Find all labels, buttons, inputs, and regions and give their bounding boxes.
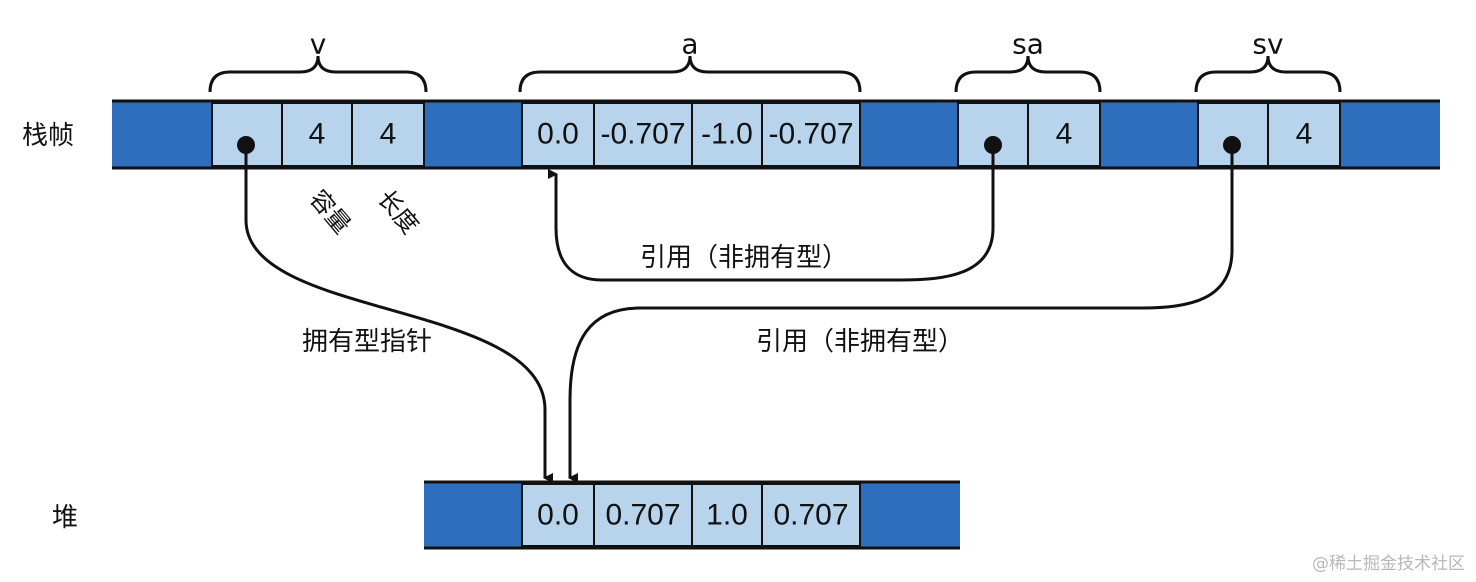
v-brace <box>208 55 428 93</box>
variable-braces <box>208 55 1342 93</box>
a-value-2: -1.0 <box>701 118 753 151</box>
heap-value-1: 0.707 <box>605 499 680 532</box>
v-variable-label: v <box>310 28 327 61</box>
stack-frame: 4 4 0.0 -0.707 -1.0 -0.707 4 4 <box>112 99 1440 170</box>
pointer-arrows <box>244 146 1234 483</box>
sv-reference-label: 引用（非拥有型） <box>756 327 964 357</box>
a-cell-3 <box>761 102 861 167</box>
sv-brace <box>1194 55 1342 93</box>
heap-value-2: 1.0 <box>706 499 748 532</box>
sv-length-value: 4 <box>1296 118 1313 151</box>
a-value-1: -0.707 <box>600 118 685 151</box>
heap: 0.0 0.707 1.0 0.707 <box>424 480 960 550</box>
a-value-3: -0.707 <box>768 118 853 151</box>
owning-pointer-label: 拥有型指针 <box>302 327 432 357</box>
a-brace <box>518 55 862 93</box>
watermark-text: @稀土掘金技术社区 <box>1312 554 1465 574</box>
sv-pointer-dot <box>1223 136 1241 154</box>
sv-variable-label: sv <box>1252 28 1283 61</box>
heap-cell-3 <box>761 483 861 547</box>
v-capacity-value: 4 <box>309 118 326 151</box>
heap-value-0: 0.0 <box>537 499 579 532</box>
owning-pointer-arrow <box>244 146 553 483</box>
sv-reference-arrow <box>568 146 1234 483</box>
a-cell-1 <box>593 102 693 167</box>
v-length-value: 4 <box>380 118 397 151</box>
heap-cell-2 <box>691 483 763 547</box>
sa-variable-label: sa <box>1012 28 1044 61</box>
capacity-label: 容量 <box>304 185 356 240</box>
stack-frame-label: 栈帧 <box>22 121 74 151</box>
length-label: 长度 <box>372 185 424 240</box>
heap-cell-1 <box>593 483 693 547</box>
heap-value-3: 0.707 <box>773 499 848 532</box>
heap-label: 堆 <box>52 503 78 533</box>
sa-reference-label: 引用（非拥有型） <box>640 243 848 273</box>
v-pointer-dot <box>237 136 255 154</box>
sa-length-value: 4 <box>1056 118 1073 151</box>
v-length-cell <box>351 102 425 167</box>
sa-reference-arrow <box>548 146 995 282</box>
a-value-0: 0.0 <box>537 118 579 151</box>
sa-brace <box>954 55 1102 93</box>
a-variable-label: a <box>681 28 698 61</box>
sv-length-cell <box>1267 102 1341 167</box>
sa-pointer-dot <box>984 136 1002 154</box>
sa-length-cell <box>1027 102 1101 167</box>
